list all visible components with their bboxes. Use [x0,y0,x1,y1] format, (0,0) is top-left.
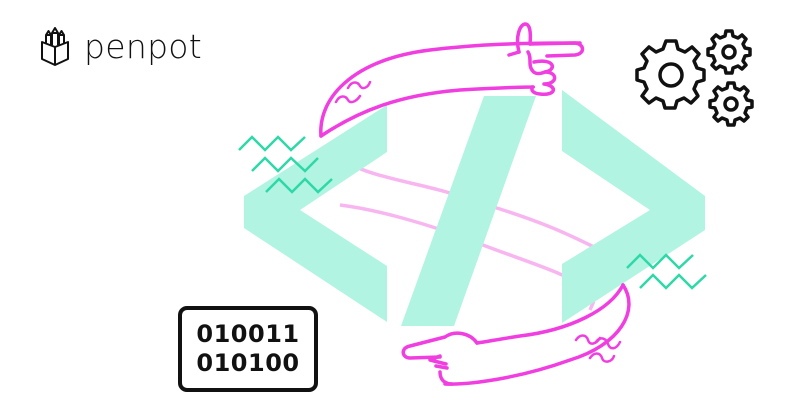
penpot-logo: penpot [40,26,202,66]
binary-line-2: 010100 [196,349,300,377]
slash-shape [401,96,536,326]
small-gear-icon-top [706,29,752,75]
zigzag-decoration-icon-right [626,253,707,290]
penpot-pencil-box-icon [41,27,69,66]
gears-icon [635,29,754,127]
zigzag-decoration-icon [238,135,333,194]
left-angle-bracket-shape [244,105,387,322]
binary-code-box: 010011 010100 [178,306,318,392]
pointing-hand-right-icon [319,22,585,138]
brand-name: penpot [84,26,203,66]
small-gear-icon-bottom [708,81,754,127]
large-gear-icon [635,39,706,110]
binary-line-1: 010011 [196,320,300,348]
pointing-hand-left-icon [401,283,631,386]
right-angle-bracket-shape [562,90,705,323]
